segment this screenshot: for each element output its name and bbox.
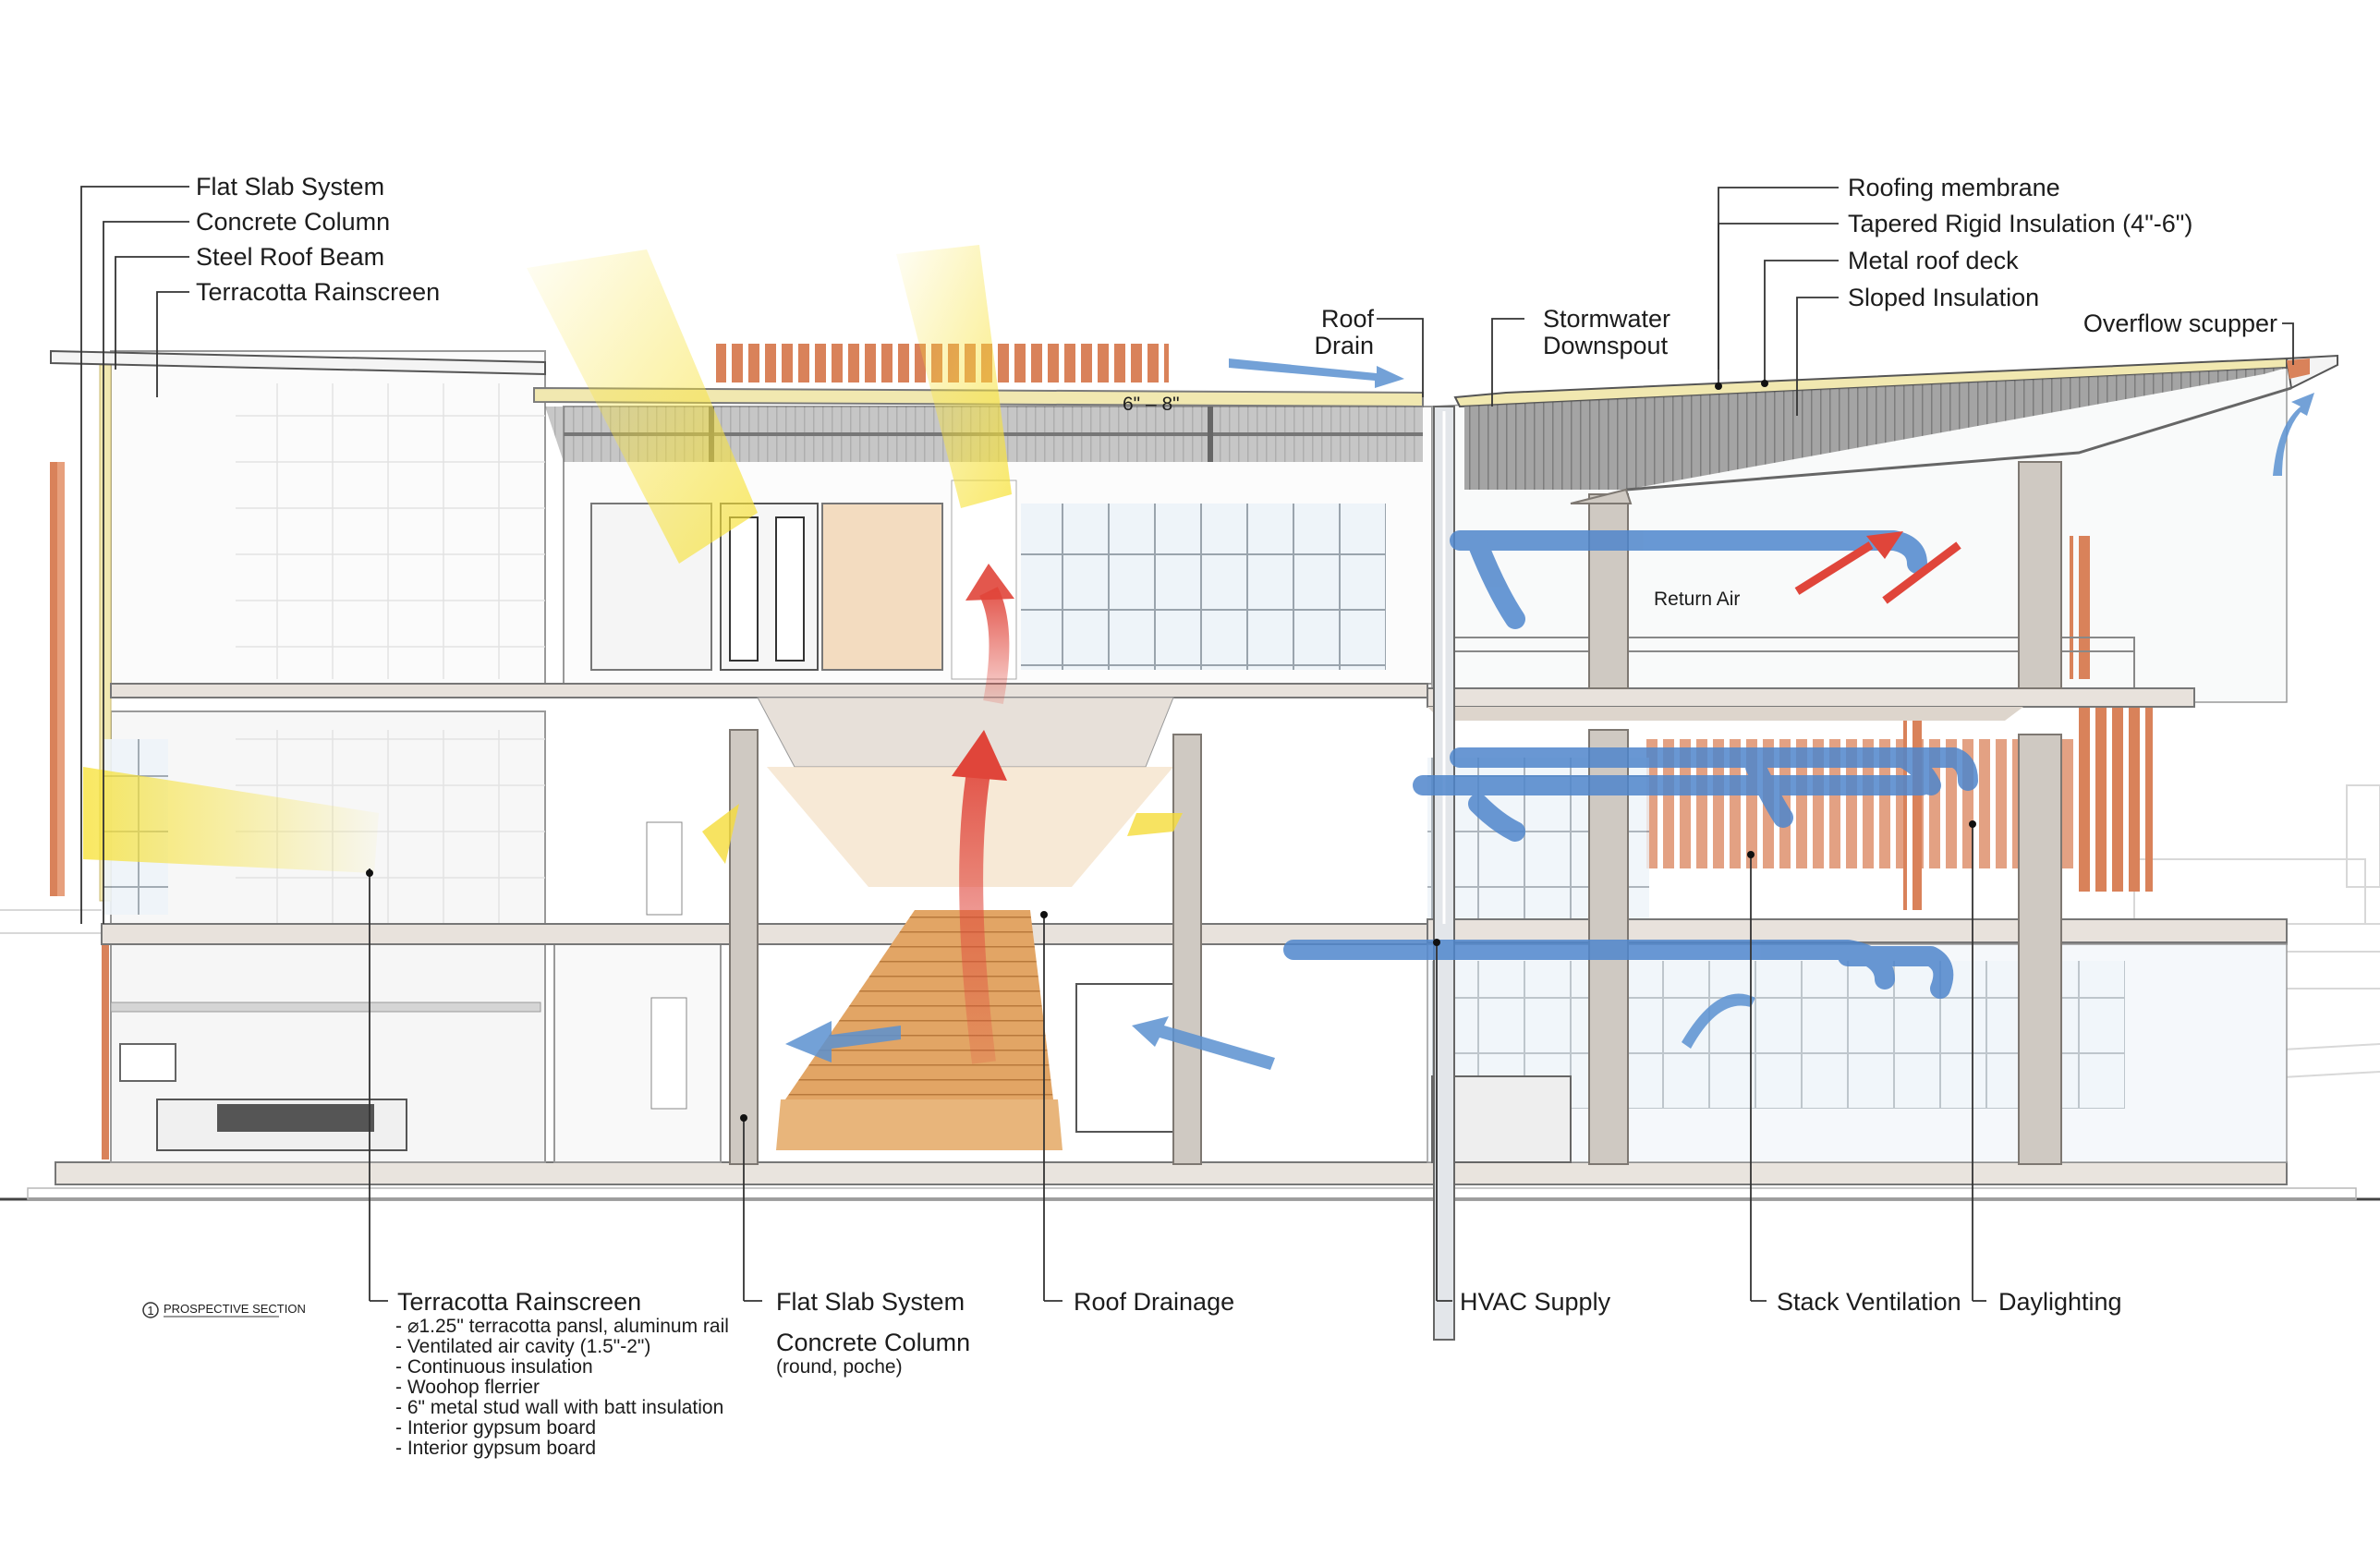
leader-dots — [366, 380, 1976, 1122]
label-flat-slab-bottom: Flat Slab System — [776, 1288, 965, 1316]
label-column-note: (round, poche) — [776, 1356, 903, 1378]
label-stormwater: Stormwater — [1543, 305, 1670, 333]
roof-right — [1453, 354, 2338, 492]
label-concrete-column-bottom: Concrete Column — [776, 1329, 970, 1356]
label-stack-ventilation: Stack Ventilation — [1777, 1288, 1961, 1316]
label-metal-roof-deck: Metal roof deck — [1848, 247, 2019, 274]
label-roof-drainage: Roof Drainage — [1074, 1288, 1234, 1316]
label-roofing-membrane: Roofing membrane — [1848, 174, 2060, 201]
label-terracotta-rainscreen: Terracotta Rainscreen — [196, 278, 440, 306]
stormwater-downspout — [1433, 406, 1455, 1341]
section-title-text: PROSPECTIVE SECTION — [164, 1302, 306, 1316]
label-return-air: Return Air — [1654, 589, 1740, 610]
concrete-columns — [729, 461, 2062, 1165]
label-drain: Drain — [1314, 332, 1374, 359]
section-number: 1 — [147, 1304, 153, 1317]
label-downspout: Downspout — [1543, 332, 1669, 359]
label-dimension: 6" – 8" — [1123, 394, 1180, 415]
stormwater-label: Stormwater Downspout — [1543, 305, 1670, 359]
column-3 — [1588, 493, 1629, 689]
label-hvac-supply: HVAC Supply — [1460, 1288, 1611, 1316]
top-left-labels: Flat Slab System Concrete Column Steel R… — [196, 173, 440, 306]
left-wing — [110, 350, 722, 1163]
note-6: - Interior gypsum board — [395, 1417, 596, 1439]
roof-drain-label: Roof Drain — [1314, 305, 1374, 359]
ground-slab — [55, 1161, 2288, 1185]
label-roof: Roof — [1321, 305, 1375, 333]
label-terracotta-rainscreen-bottom: Terracotta Rainscreen — [397, 1288, 641, 1316]
label-concrete-column: Concrete Column — [196, 208, 390, 236]
ground-line — [0, 1187, 2380, 1201]
note-3: - Continuous insulation — [395, 1356, 593, 1378]
section-marker-icon — [142, 1302, 159, 1318]
stack-ventilation-arrows — [952, 531, 1961, 1064]
daylight-beams — [83, 245, 1183, 873]
label-steel-roof-beam: Steel Roof Beam — [196, 243, 384, 271]
note-4: - Woohop flerrier — [395, 1377, 540, 1398]
leader-lines — [80, 186, 2294, 1301]
column-1 — [729, 729, 759, 1165]
note-7: - Interior gypsum board — [395, 1438, 596, 1459]
terracotta-notes: - ⌀1.25" terracotta pansl, aluminum rail… — [395, 1316, 729, 1459]
top-right-labels: Roofing membrane Tapered Rigid Insulatio… — [1848, 174, 2277, 337]
note-1: - ⌀1.25" terracotta pansl, aluminum rail — [395, 1316, 729, 1337]
label-overflow-scupper: Overflow scupper — [2083, 310, 2277, 337]
label-sloped-insulation: Sloped Insulation — [1848, 284, 2039, 311]
label-tapered-insulation: Tapered Rigid Insulation (4"-6") — [1848, 210, 2192, 237]
column-6 — [2018, 734, 2062, 1165]
column-2 — [1172, 734, 1202, 1165]
section-title: 1 PROSPECTIVE SECTION — [142, 1302, 306, 1318]
bottom-labels: Terracotta Rainscreen - ⌀1.25" terracott… — [370, 1288, 2122, 1459]
note-5: - 6" metal stud wall with batt insulatio… — [395, 1397, 723, 1418]
label-daylighting: Daylighting — [1998, 1288, 2122, 1316]
note-2: - Ventilated air cavity (1.5"-2") — [395, 1336, 650, 1357]
label-flat-slab-system: Flat Slab System — [196, 173, 384, 200]
air-flow-arrows — [785, 358, 2314, 1070]
column-5 — [2018, 461, 2062, 689]
